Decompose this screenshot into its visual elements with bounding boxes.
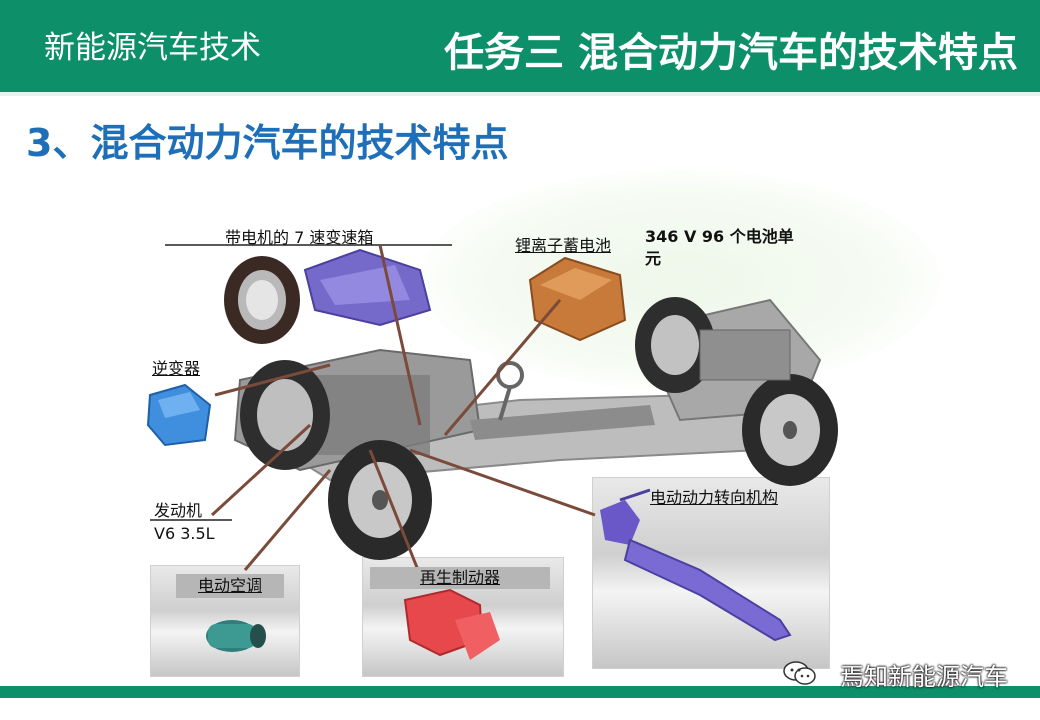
- engine-spec: V6 3.5L: [154, 524, 215, 543]
- transmission-illustration: [303, 248, 432, 327]
- inverter-illustration: [146, 383, 212, 447]
- course-title: 新能源汽车技术: [44, 30, 261, 66]
- battery-illustration: [528, 256, 627, 342]
- callout-arrows: [210, 244, 596, 576]
- header-divider: [0, 92, 1040, 96]
- engine-label: 发动机: [154, 501, 203, 520]
- brake-arrow: [368, 449, 422, 576]
- rear-right-wheel: [742, 374, 838, 486]
- ac-compressor-illustration: [206, 620, 266, 652]
- task-title: 任务三 混合动力汽车的技术特点: [444, 30, 1018, 76]
- brake-label: 再生制动器: [370, 567, 550, 589]
- inverter-label: 逆变器: [152, 359, 201, 378]
- engine-arrow: [210, 423, 312, 517]
- section-title: 3、混合动力汽车的技术特点: [26, 121, 509, 165]
- inverter-arrow: [214, 363, 331, 397]
- rear-left-wheel: [635, 297, 715, 393]
- watermark: 焉知新能源汽车: [840, 663, 1008, 691]
- slide-header: [0, 0, 1040, 92]
- brake-illustration: [403, 588, 500, 660]
- battery-label: 锂离子蓄电池: [515, 236, 612, 255]
- motor-ring-illustration: [224, 256, 300, 344]
- steering-label: 电动动力转向机构: [650, 488, 779, 507]
- ac-arrow: [243, 469, 332, 571]
- footer-bar: [0, 686, 1040, 698]
- transmission-label: 带电机的 7 速变速箱: [225, 228, 374, 247]
- steering-rack-illustration: [600, 488, 792, 642]
- front-left-wheel: [240, 360, 330, 470]
- battery-arrow: [443, 299, 562, 436]
- steering-arrow: [409, 448, 596, 517]
- transmission-arrow: [378, 244, 422, 426]
- ac-label: 电动空调: [176, 574, 284, 598]
- wechat-icon: [783, 661, 816, 685]
- battery-spec: 346 V 96 个电池单元: [645, 227, 794, 268]
- front-right-wheel: [328, 440, 432, 560]
- battery-on-chassis: [699, 329, 791, 381]
